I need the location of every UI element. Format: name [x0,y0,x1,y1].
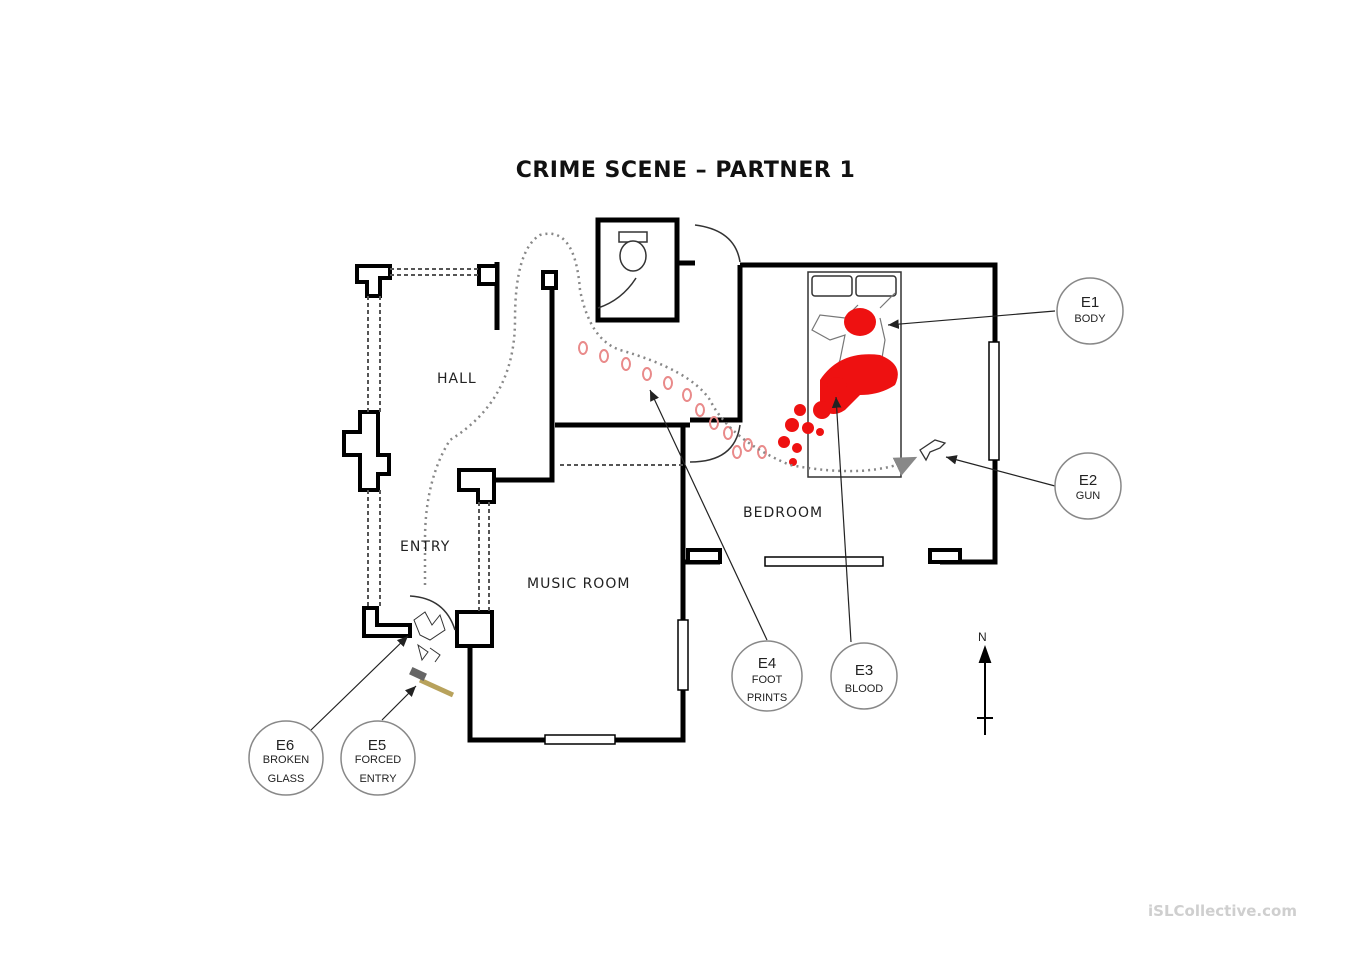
leader-e2 [945,455,1056,487]
evidence-code: E5 [368,737,386,754]
room-label-music-room: MUSIC ROOM [527,576,630,592]
corridor-wall [690,265,743,423]
evidence-label: BROKEN [263,754,310,766]
evidence-code: E3 [855,662,873,679]
entry-door [409,595,456,631]
evidence-e5: E5 FORCED ENTRY [340,720,416,796]
bedroom-window-south [764,556,884,567]
pillar-bedroom-1 [686,548,722,564]
evidence-e3: E3 BLOOD [830,642,898,710]
pillar-top-right [477,264,499,286]
evidence-code: E2 [1079,472,1097,489]
leader-lines [310,310,1056,731]
evidence-e6: E6 BROKEN GLASS [248,720,324,796]
bathroom-wall [595,217,680,323]
page-title: CRIME SCENE – PARTNER 1 [515,158,856,183]
evidence-label-line2: ENTRY [359,773,397,785]
leader-e5 [381,685,417,721]
windows [544,341,1000,745]
leader-e3 [831,396,852,643]
compass-north-label: N [978,630,987,644]
room-label-hall: HALL [437,371,477,387]
evidence-label-line2: GLASS [268,773,305,785]
footprints [578,341,767,459]
broken-glass-icon [413,611,446,663]
leader-e1 [887,310,1056,329]
evidence-code: E6 [276,737,294,754]
door-swings [409,224,741,631]
pillar-west-mid [342,410,391,492]
pillar-entry-right-bottom [455,610,494,648]
music-room-window-south [544,734,616,745]
music-room-window-east [677,619,689,691]
compass [977,645,993,735]
pillar-entry-left [362,606,412,638]
evidence-e2: E2 GUN [1054,452,1122,520]
evidence-label: FOOT [752,674,783,686]
room-label-entry: ENTRY [400,539,450,555]
glass-walls [367,268,683,612]
bedroom-window-east [988,341,1000,461]
walls [467,217,998,743]
evidence-e1: E1 BODY [1056,277,1124,345]
bedroom-door [689,424,741,463]
evidence-e4: E4 FOOT PRINTS [731,640,803,712]
evidence-label: BLOOD [845,683,884,695]
bathroom-door [597,277,637,309]
evidence-label-line2: PRINTS [747,692,787,704]
watermark: iSLCollective.com [1148,902,1297,920]
pillar-top-left [355,264,392,298]
pillar-entry-right-top [457,468,496,504]
leader-e6 [310,635,409,731]
hammer-icon [409,666,455,698]
evidence-code: E1 [1081,294,1099,311]
leader-e4 [649,389,768,641]
toilet [618,231,648,272]
evidence-code: E4 [758,655,776,672]
hall-inner-wall [495,272,555,483]
evidence-label: GUN [1076,490,1101,502]
gun-icon [919,439,947,462]
corridor-door [694,224,741,263]
pillar-bedroom-2 [928,548,962,564]
movement-path [423,232,918,585]
room-label-bedroom: BEDROOM [743,505,823,521]
pillar-hall-top [541,270,558,290]
evidence-label: BODY [1074,313,1106,325]
evidence-label: FORCED [355,754,402,766]
